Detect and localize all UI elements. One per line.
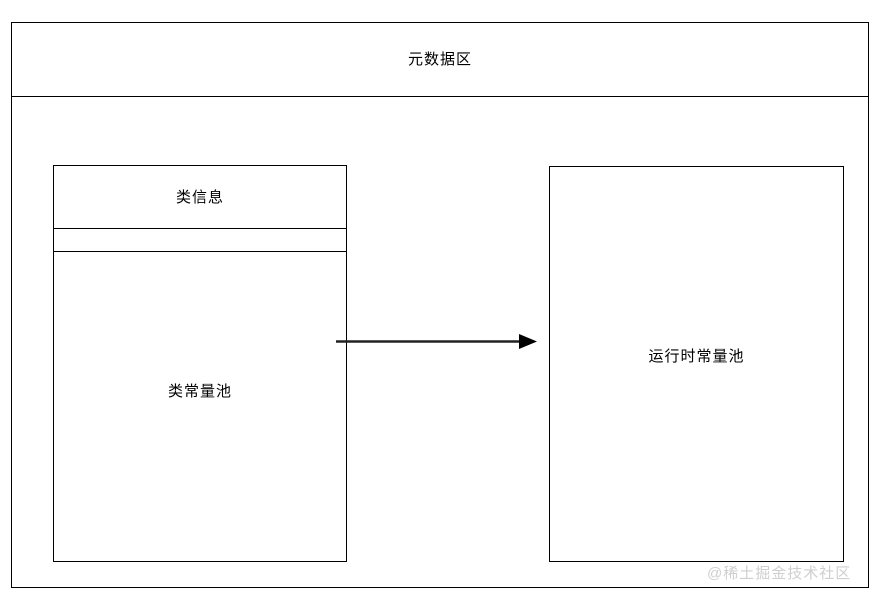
arrow-head-icon xyxy=(519,334,537,349)
class-info-box: 类信息 类常量池 xyxy=(53,165,347,562)
class-to-runtime-arrow xyxy=(336,334,537,349)
metadata-area-container: 元数据区 类信息 类常量池 运行时常量池 xyxy=(11,22,869,588)
class-info-separator-band xyxy=(54,229,346,252)
watermark: @稀土掘金技术社区 xyxy=(707,565,852,582)
metadata-area-header: 元数据区 xyxy=(12,23,868,97)
runtime-constant-pool-box: 运行时常量池 xyxy=(549,166,844,562)
class-constant-pool-section: 类常量池 xyxy=(54,252,346,561)
class-info-label: 类信息 xyxy=(175,188,224,206)
runtime-constant-pool-label: 运行时常量池 xyxy=(648,347,745,365)
class-info-header: 类信息 xyxy=(54,166,346,229)
class-constant-pool-label: 类常量池 xyxy=(167,383,232,400)
metadata-area-title: 元数据区 xyxy=(407,51,472,68)
